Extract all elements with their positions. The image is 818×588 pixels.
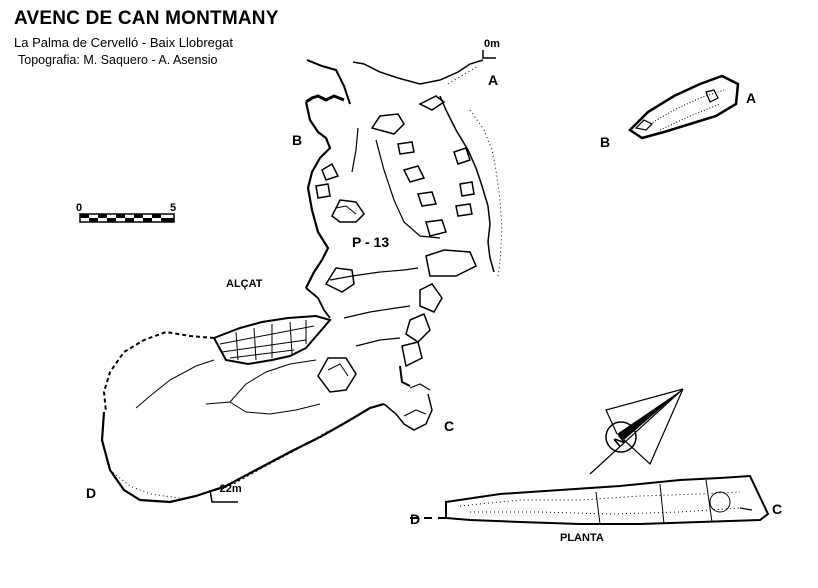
section-title: ALÇAT [226, 278, 263, 290]
pitch-label: P - 13 [352, 234, 390, 250]
section-point-b: B [292, 132, 303, 148]
scale-bar: 0 5 [76, 202, 176, 223]
depth-bottom-label: -22m [216, 483, 242, 495]
entrance-plan-b: B [600, 134, 611, 150]
plan-view [410, 474, 770, 525]
plan-point-d: D [410, 511, 421, 527]
scale-end-label: 5 [170, 202, 176, 214]
section-point-d: D [86, 485, 97, 501]
north-arrow: N [589, 388, 684, 475]
entrance-plan-a: A [746, 90, 757, 106]
scale-start-label: 0 [76, 202, 82, 214]
zero-depth-marker [482, 50, 496, 59]
plan-point-c: C [772, 501, 783, 517]
entrance-plan [628, 74, 740, 140]
plan-title: PLANTA [560, 532, 604, 544]
survey-credits: Topografia: M. Saquero - A. Asensio [18, 53, 218, 67]
bottom-depth-marker [209, 489, 238, 503]
diagram-title: AVENC DE CAN MONTMANY [14, 8, 279, 29]
location-subtitle: La Palma de Cervelló - Baix Llobregat [14, 35, 233, 50]
elevation-section [100, 50, 503, 504]
section-point-c: C [444, 418, 455, 434]
section-point-a: A [488, 72, 499, 88]
depth-zero-label: 0m [484, 38, 500, 50]
